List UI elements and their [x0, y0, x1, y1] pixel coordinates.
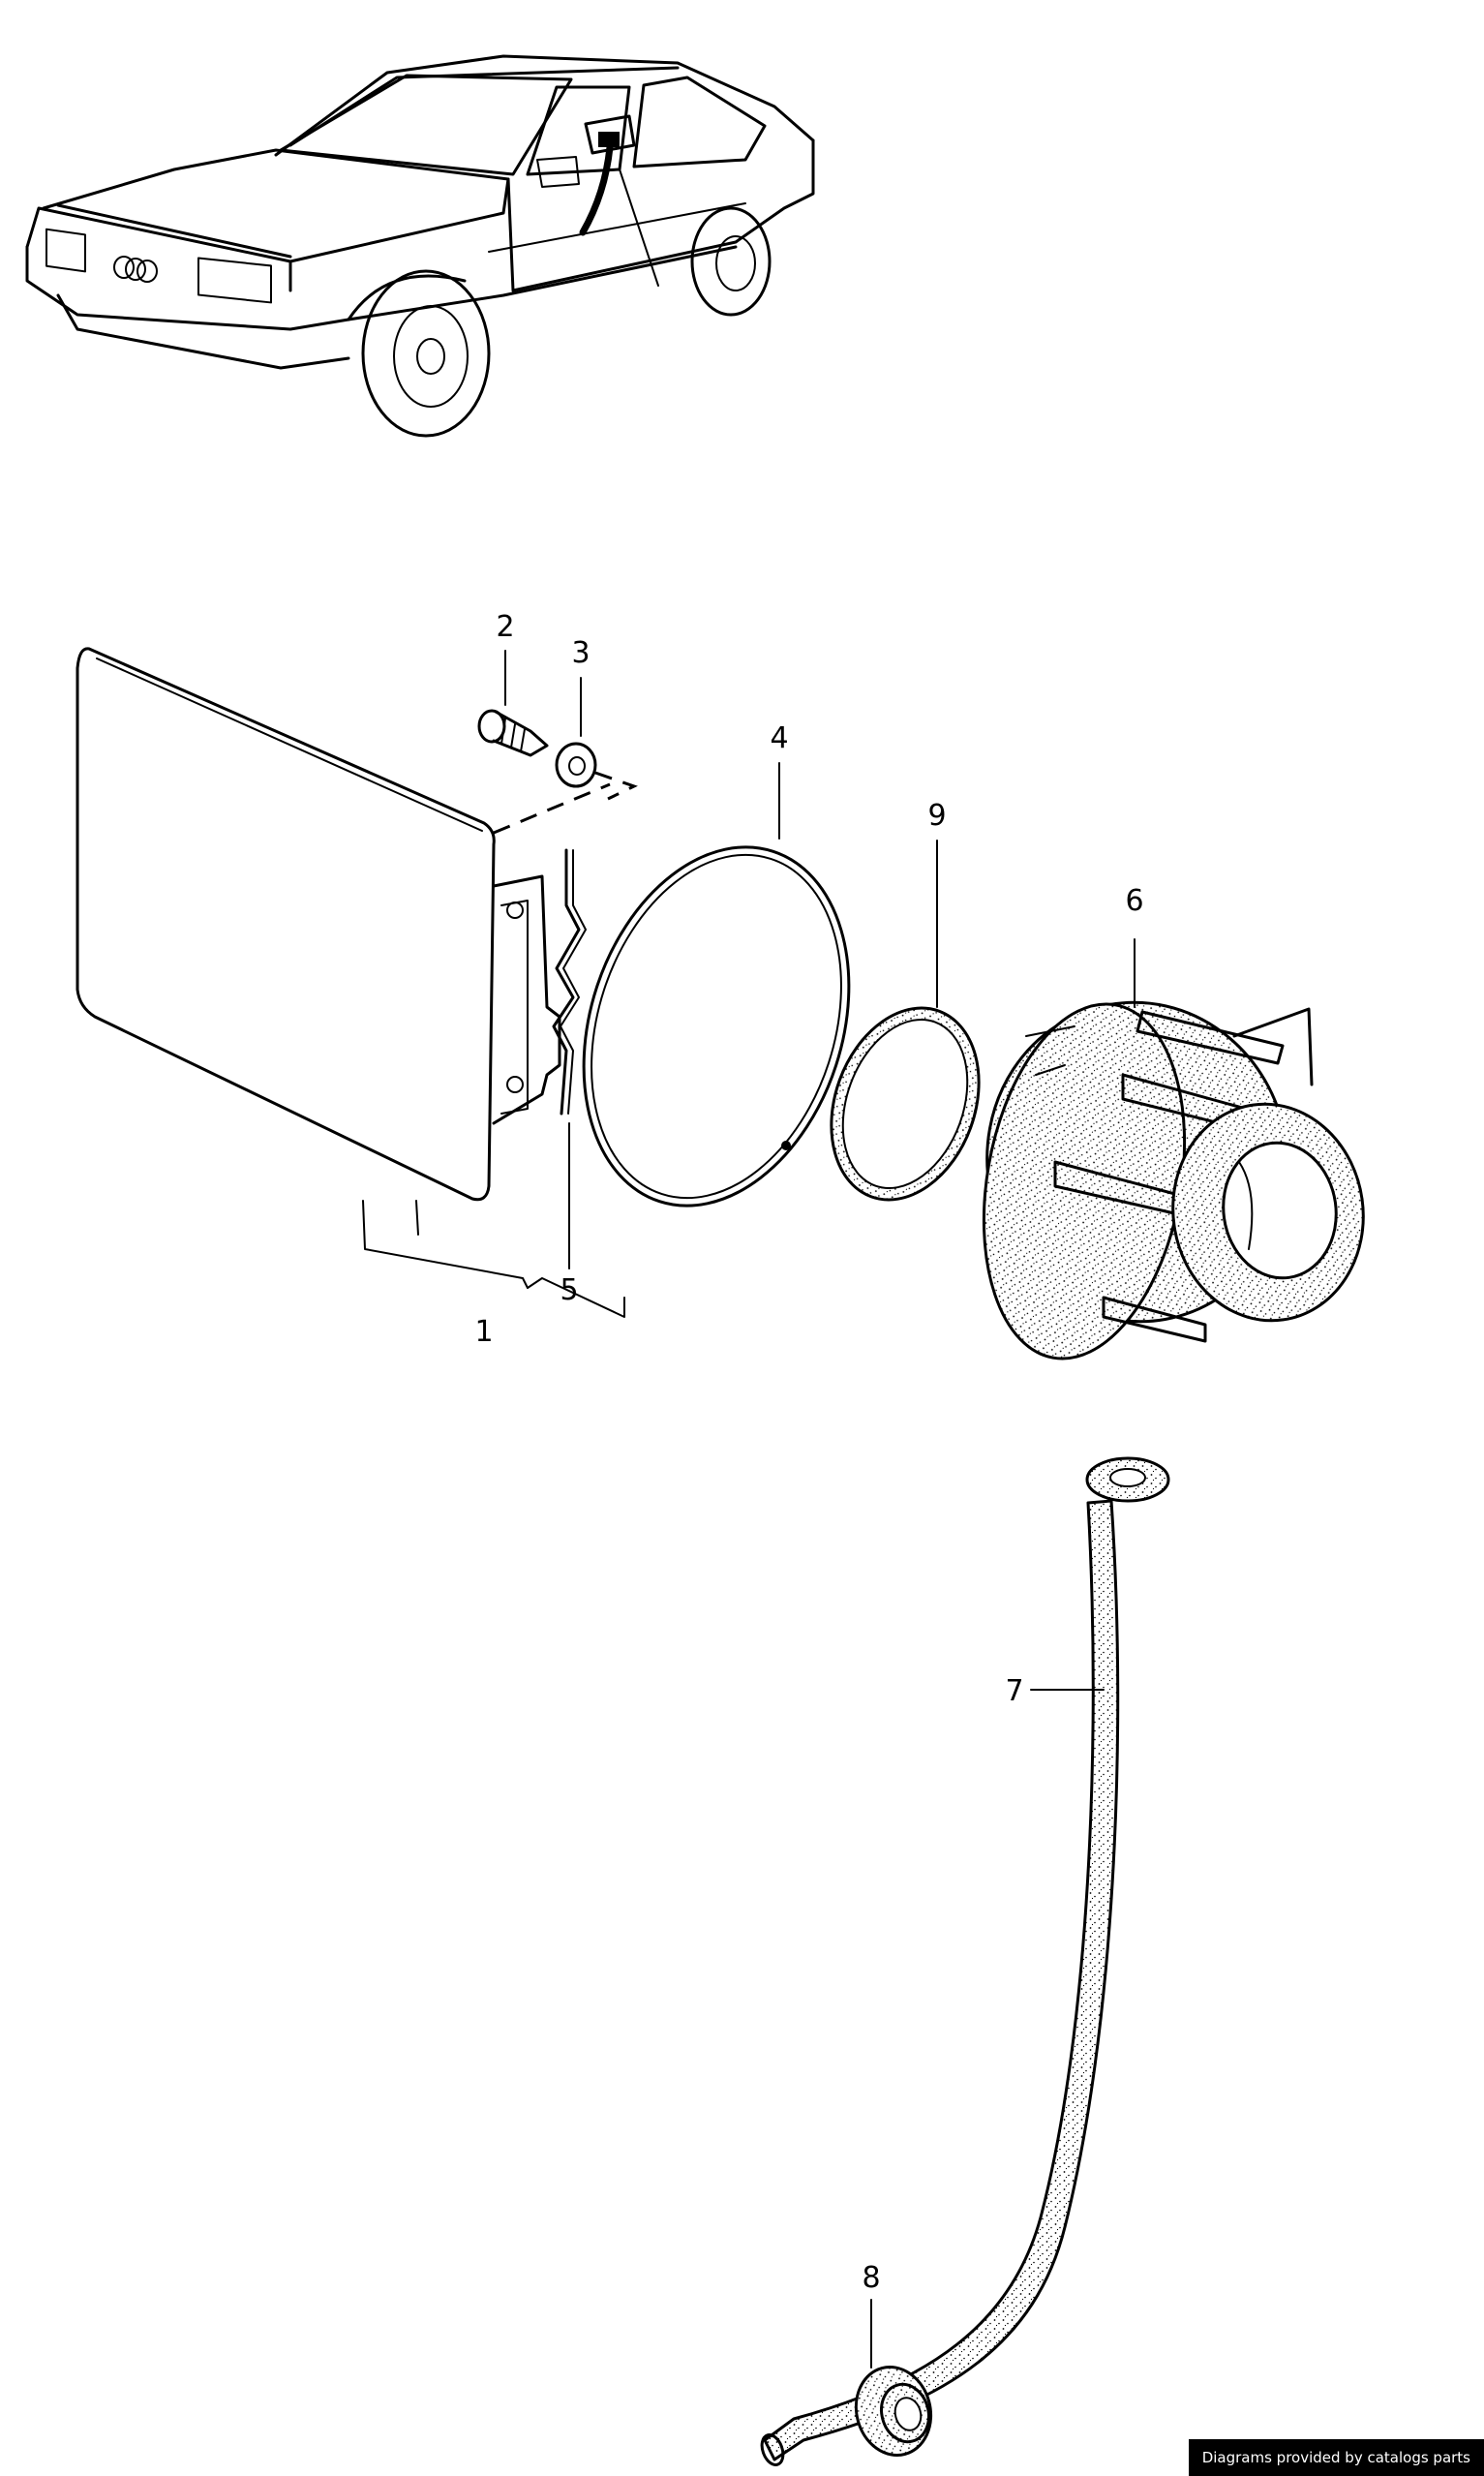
drain-hose-part-7	[760, 1456, 1170, 2466]
callout-6: 6	[1125, 884, 1143, 918]
filler-housing-part-6	[982, 1000, 1365, 1360]
callout-8: 8	[862, 2261, 880, 2295]
callout-3: 3	[571, 636, 590, 670]
callout-9: 9	[927, 799, 946, 833]
callout-1: 1	[474, 1315, 493, 1349]
screw-part-2	[477, 709, 549, 757]
fuel-flap-part-1	[76, 647, 561, 1202]
washer-part-3	[555, 742, 597, 788]
large-seal-ring-part-4	[582, 845, 851, 1207]
group-bracket-1	[362, 1200, 625, 1318]
callout-2: 2	[496, 610, 514, 644]
spring-rod-part-5	[552, 848, 587, 1116]
callout-5: 5	[560, 1273, 578, 1307]
grommet-part-8	[854, 2365, 933, 2458]
assembly-dashed-line	[493, 771, 638, 835]
diagram-credit: Diagrams provided by catalogs parts	[1188, 2439, 1484, 2476]
small-seal-ring-part-9	[830, 1006, 981, 1202]
callout-labels: 1 2 3 4 5 6 7 8 9	[474, 610, 1143, 2295]
car-overview-illustration	[25, 54, 815, 438]
callout-4: 4	[770, 721, 788, 755]
callout-7: 7	[1005, 1674, 1023, 1708]
leader-lines	[504, 650, 1136, 2369]
